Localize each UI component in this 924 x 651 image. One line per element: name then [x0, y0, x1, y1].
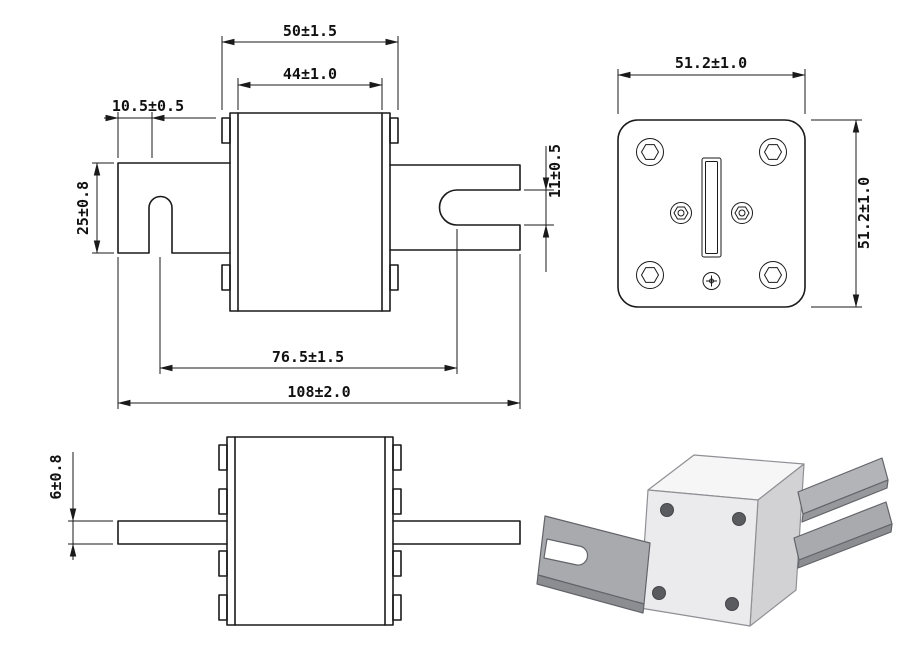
dim-body-width: 44±1.0: [237, 65, 383, 110]
dim-fork-slot: 11±0.5: [524, 144, 564, 272]
top-left-blade-edge: [117, 520, 228, 545]
front-tab: [221, 117, 231, 144]
indicator-slot-outer: [701, 157, 722, 258]
top-view: 6±0.8: [47, 436, 521, 626]
indicator-slot-inner: [705, 161, 718, 254]
iso-screw: [732, 512, 746, 526]
iso-fork-blade: [793, 457, 893, 569]
hex-nut: [670, 202, 692, 224]
front-tab: [389, 117, 399, 144]
top-tab: [218, 594, 228, 621]
iso-screw: [652, 586, 666, 600]
dim-cap-width-label: 50±1.5: [283, 22, 337, 40]
front-tab: [389, 264, 399, 291]
top-tab: [392, 594, 402, 621]
top-tab: [218, 444, 228, 471]
hex-bolt: [636, 138, 664, 166]
top-body: [226, 436, 394, 626]
dim-blade-thickness-label: 6±0.8: [47, 454, 65, 499]
top-tab: [392, 550, 402, 577]
dim-blade-thickness: 6±0.8: [47, 452, 113, 560]
end-view: 51.2±1.0 51.2±1.0: [617, 54, 873, 308]
dim-flange-width-label: 51.2±1.0: [675, 54, 747, 72]
iso-blade-slot: [543, 538, 589, 566]
dim-blade-height-label: 25±0.8: [74, 181, 92, 235]
front-right-fork-blade: [389, 164, 521, 251]
top-tab: [218, 550, 228, 577]
iso-screw: [660, 503, 674, 517]
iso-view: [536, 454, 893, 627]
front-left-blade: [117, 162, 231, 254]
dim-slot-offset-label: 10.5±0.5: [112, 97, 184, 115]
iso-slotted-blade: [536, 515, 651, 614]
dim-overall-length: 108±2.0: [117, 254, 521, 409]
top-tab: [218, 488, 228, 515]
hex-bolt: [759, 261, 787, 289]
iso-screw: [725, 597, 739, 611]
dim-fork-slot-label: 11±0.5: [546, 144, 564, 198]
top-tab: [392, 444, 402, 471]
dim-overall-length-label: 108±2.0: [287, 383, 350, 401]
hex-bolt: [636, 261, 664, 289]
top-tab: [392, 488, 402, 515]
end-flange: [617, 119, 806, 308]
hex-bolt: [759, 138, 787, 166]
hex-nut: [731, 202, 753, 224]
dim-slot-to-fork: 76.5±1.5: [159, 229, 458, 374]
dim-cap-width: 50±1.5: [221, 22, 399, 110]
dim-flange-height-label: 51.2±1.0: [855, 177, 873, 249]
phillips-screw: [702, 272, 721, 290]
front-tab: [221, 264, 231, 291]
dim-slot-offset: 10.5±0.5: [104, 97, 216, 158]
dim-flange-height: 51.2±1.0: [811, 119, 873, 308]
top-right-blade-edge: [392, 520, 521, 545]
front-view: 50±1.5 44±1.0 10.5±0.5 25±0.8: [74, 22, 564, 409]
iso-body-front-face: [639, 489, 759, 627]
front-body: [229, 112, 391, 312]
dim-blade-height: 25±0.8: [74, 162, 114, 254]
dim-body-width-label: 44±1.0: [283, 65, 337, 83]
dim-flange-width: 51.2±1.0: [617, 54, 806, 114]
dim-slot-to-fork-label: 76.5±1.5: [272, 348, 344, 366]
